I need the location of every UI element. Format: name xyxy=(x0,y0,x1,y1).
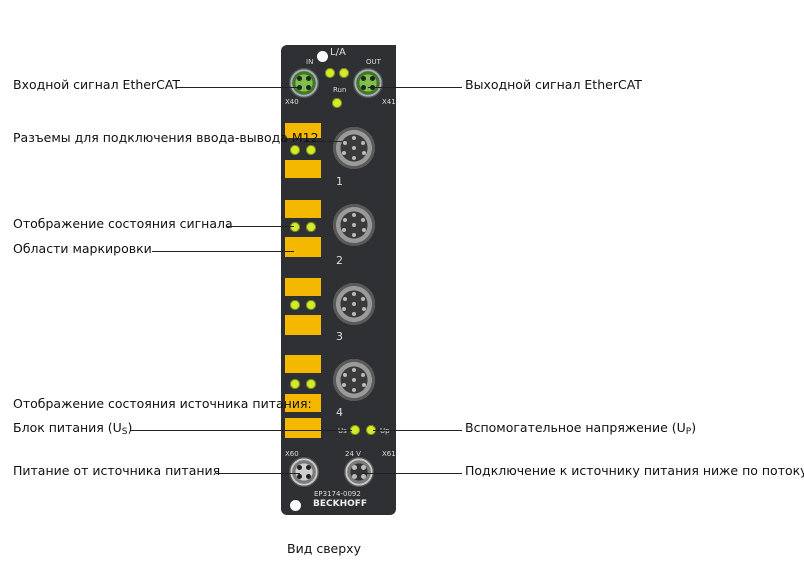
signal-led xyxy=(290,222,300,232)
caption-top-view: Вид сверху xyxy=(287,541,361,556)
channel-number: 3 xyxy=(336,330,343,343)
label-signal-status: Отображение состояния сигнала xyxy=(13,216,233,231)
leader-line xyxy=(316,141,342,142)
marking-area xyxy=(285,123,321,138)
label-ethercat-in: Входной сигнал EtherCAT xyxy=(13,77,181,92)
signal-led xyxy=(306,222,316,232)
signal-led xyxy=(306,379,316,389)
us-led xyxy=(350,425,360,435)
signal-led xyxy=(290,300,300,310)
marking-area xyxy=(285,278,321,296)
signal-led xyxy=(290,379,300,389)
model-label: EP3174-0092 xyxy=(314,490,361,498)
volt-label: 24 V xyxy=(345,450,361,458)
up-label: Up xyxy=(380,427,390,435)
x41-label: X41 xyxy=(382,98,396,106)
m12-connector xyxy=(333,359,375,401)
power-in-connector xyxy=(289,457,319,487)
marking-area xyxy=(285,160,321,178)
marking-area xyxy=(285,237,321,257)
ethercat-in-connector xyxy=(289,68,319,98)
mounting-hole-top xyxy=(317,51,328,62)
label-ethercat-out: Выходной сигнал EtherCAT xyxy=(465,77,642,92)
label-power-feed: Питание от источника питания xyxy=(13,463,221,478)
leader-line xyxy=(373,430,462,431)
leader-line xyxy=(226,226,294,227)
signal-led xyxy=(306,145,316,155)
leader-line xyxy=(152,251,294,252)
us-label: Us xyxy=(338,427,347,435)
channel-number: 4 xyxy=(336,406,343,419)
leader-line xyxy=(176,87,300,88)
label-power-downstream: Подключение к источнику питания ниже по … xyxy=(465,463,804,478)
in-label: IN xyxy=(306,58,314,66)
marking-area xyxy=(285,200,321,218)
run-led xyxy=(332,98,342,108)
m12-connector xyxy=(333,283,375,325)
out-label: OUT xyxy=(366,58,381,66)
leader-line xyxy=(216,473,300,474)
run-label: Run xyxy=(333,86,347,94)
label-marking-areas: Области маркировки xyxy=(13,241,152,256)
up-led xyxy=(366,425,376,435)
m12-connector xyxy=(333,204,375,246)
la-in-led xyxy=(325,68,335,78)
marking-area xyxy=(285,315,321,335)
label-power-us: Блок питания (US) xyxy=(13,420,133,437)
leader-line xyxy=(130,430,352,431)
signal-led xyxy=(290,145,300,155)
m12-connector xyxy=(333,127,375,169)
x40-label: X40 xyxy=(285,98,299,106)
marking-area xyxy=(285,394,321,412)
la-label: L/A xyxy=(330,47,346,58)
ethercat-out-connector xyxy=(353,68,383,98)
label-aux-up: Вспомогательное напряжение (UP) xyxy=(465,420,697,437)
mounting-hole-bottom xyxy=(290,500,301,511)
leader-line xyxy=(362,473,462,474)
la-out-led xyxy=(339,68,349,78)
channel-number: 2 xyxy=(336,254,343,267)
label-power-status: Отображение состояния источника питания: xyxy=(13,396,312,411)
channel-number: 1 xyxy=(336,175,343,188)
leader-line xyxy=(368,87,462,88)
marking-area xyxy=(285,418,321,438)
brand-logo: BECKHOFF xyxy=(313,499,368,509)
signal-led xyxy=(306,300,316,310)
marking-area xyxy=(285,355,321,373)
power-out-connector xyxy=(344,457,374,487)
label-m12-connectors: Разъемы для подключения ввода-вывода M12 xyxy=(13,130,319,145)
x60-label: X60 xyxy=(285,450,299,458)
x61-label: X61 xyxy=(382,450,396,458)
